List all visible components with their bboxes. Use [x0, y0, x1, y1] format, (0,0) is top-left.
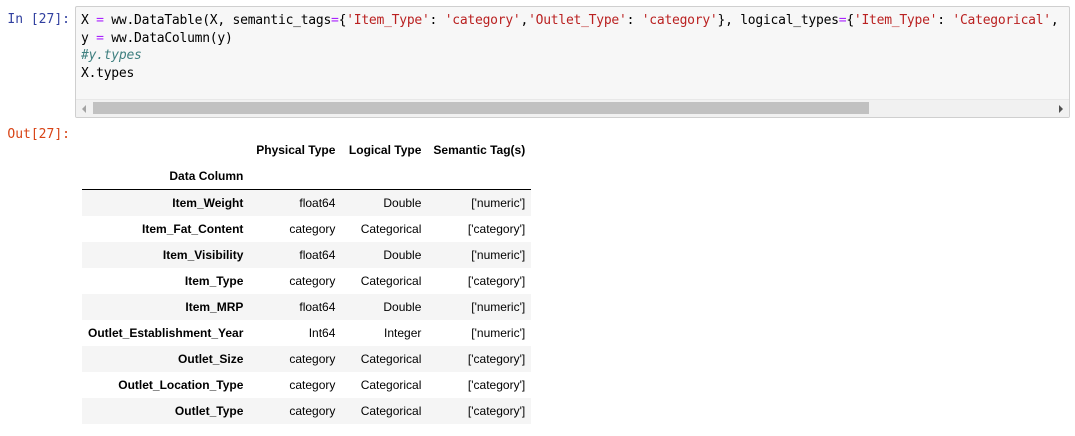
- row-semantic-tags: ['numeric']: [471, 300, 526, 314]
- table-header-row: Physical Type Logical Type Semantic Tag(…: [82, 137, 531, 163]
- code-line: #y.types: [81, 47, 1058, 65]
- table-row: Outlet_Type category Categorical ['category…: [82, 398, 532, 424]
- code-token: 'category': [444, 13, 521, 28]
- row-semantic-tags: ['numeric']: [471, 326, 526, 340]
- header-semantic-tags: Semantic Tag(s): [433, 143, 526, 157]
- code-token: 'Item_Type': [346, 13, 430, 28]
- horizontal-scrollbar[interactable]: [76, 99, 1069, 117]
- header-spacer: [249, 163, 342, 190]
- code-token: 'Item_Type': [853, 13, 938, 28]
- code-token: #y.types: [81, 48, 142, 63]
- row-logical-type: Categorical: [360, 222, 422, 236]
- row-logical-type: Integer: [384, 326, 422, 340]
- row-column-name: Outlet_Location_Type: [118, 378, 244, 392]
- code-token: ww.DataColumn(y): [103, 30, 233, 46]
- row-physical-type: category: [289, 378, 336, 392]
- table-index-header-row: Data Column: [82, 163, 532, 190]
- header-spacer: [341, 163, 428, 190]
- code-token: X.types: [81, 65, 135, 81]
- row-logical-type: Categorical: [360, 352, 422, 366]
- row-logical-type: Double: [383, 300, 422, 314]
- table-row: Outlet_Location_Type category Categorical […: [82, 372, 531, 398]
- row-column-name: Item_Fat_Content: [142, 222, 244, 236]
- row-column-name: Item_Type: [184, 274, 244, 288]
- code-token: ,: [520, 13, 529, 28]
- row-physical-type: category: [289, 222, 336, 236]
- row-semantic-tags: ['numeric']: [471, 196, 526, 210]
- row-logical-type: Categorical: [360, 404, 422, 418]
- code-token: =: [838, 13, 847, 28]
- header-blank: [82, 137, 249, 163]
- code-token: y: [81, 30, 97, 46]
- row-logical-type: Double: [383, 248, 422, 262]
- code-line: y = ww.DataColumn(y): [81, 30, 1058, 48]
- header-physical-type: Physical Type: [256, 143, 336, 157]
- code-line: X.types: [81, 65, 1058, 83]
- row-semantic-tags: ['numeric']: [471, 248, 526, 262]
- table-row: Item_Type category Categorical ['category']: [82, 268, 531, 294]
- code-token: {: [338, 13, 347, 28]
- code-token: ww.DataTable(X, semantic_tags: [103, 13, 332, 28]
- row-physical-type: category: [289, 274, 336, 288]
- row-semantic-tags: ['category']: [467, 222, 526, 236]
- row-physical-type: float64: [299, 248, 336, 262]
- row-physical-type: Int64: [308, 326, 336, 340]
- row-physical-type: float64: [299, 196, 336, 210]
- code-token: =: [96, 13, 104, 28]
- row-column-name: Item_Visibility: [162, 248, 244, 262]
- scroll-right-arrow-icon[interactable]: [1059, 105, 1063, 113]
- scroll-left-arrow-icon[interactable]: [82, 105, 86, 113]
- code-line: X = ww.DataTable(X, semantic_tags={'Item…: [81, 12, 1059, 30]
- code-token: =: [96, 30, 104, 46]
- code-token: :: [937, 13, 953, 28]
- code-token: 'category': [641, 13, 718, 28]
- code-token: =: [331, 13, 339, 28]
- code-token: 'Outlet_Type': [528, 13, 627, 28]
- row-column-name: Outlet_Size: [178, 352, 244, 366]
- table-row: Item_Fat_Content category Categorical ['cat…: [82, 216, 531, 242]
- output-prompt: Out[27]:: [7, 127, 70, 142]
- code-token: :: [429, 13, 445, 28]
- row-logical-type: Categorical: [360, 274, 422, 288]
- code-token: :: [626, 13, 642, 28]
- row-column-name: Outlet_Establishment_Year: [88, 326, 244, 340]
- code-token: {: [846, 13, 854, 28]
- row-logical-type: Double: [383, 196, 422, 210]
- table-row: Item_Weight float64 Double ['numeric']: [82, 189, 532, 216]
- row-logical-type: Categorical: [360, 378, 422, 392]
- table-row: Item_Visibility float64 Double ['numeric']: [82, 242, 532, 268]
- code-editor[interactable]: X = ww.DataTable(X, semantic_tags={'Item…: [81, 12, 1059, 83]
- row-semantic-tags: ['category']: [467, 378, 526, 392]
- row-column-name: Item_MRP: [185, 300, 244, 314]
- code-token: ,: [1050, 13, 1059, 28]
- row-physical-type: category: [289, 404, 336, 418]
- input-prompt: In [27]:: [7, 12, 70, 27]
- row-column-name: Outlet_Type: [174, 404, 244, 418]
- row-semantic-tags: ['category']: [467, 274, 526, 288]
- row-physical-type: category: [289, 352, 336, 366]
- types-table: Physical Type Logical Type Semantic Tag(…: [82, 137, 532, 424]
- row-column-name: Item_Weight: [172, 196, 244, 210]
- row-semantic-tags: ['category']: [467, 404, 526, 418]
- row-semantic-tags: ['category']: [467, 352, 526, 366]
- row-physical-type: float64: [299, 300, 336, 314]
- table-row: Outlet_Size category Categorical ['category…: [82, 346, 532, 372]
- header-spacer: [427, 163, 532, 190]
- code-token: }, logical_types: [717, 13, 839, 28]
- code-input-area[interactable]: X = ww.DataTable(X, semantic_tags={'Item…: [75, 6, 1070, 118]
- index-name: Data Column: [82, 163, 250, 190]
- code-token: X: [81, 13, 97, 28]
- table-row: Outlet_Establishment_Year Int64 Integer ['n…: [82, 320, 531, 346]
- code-token: 'Categorical': [952, 13, 1051, 28]
- table-row: Item_MRP float64 Double ['numeric']: [82, 294, 532, 320]
- scrollbar-thumb[interactable]: [93, 102, 869, 114]
- header-logical-type: Logical Type: [348, 143, 422, 157]
